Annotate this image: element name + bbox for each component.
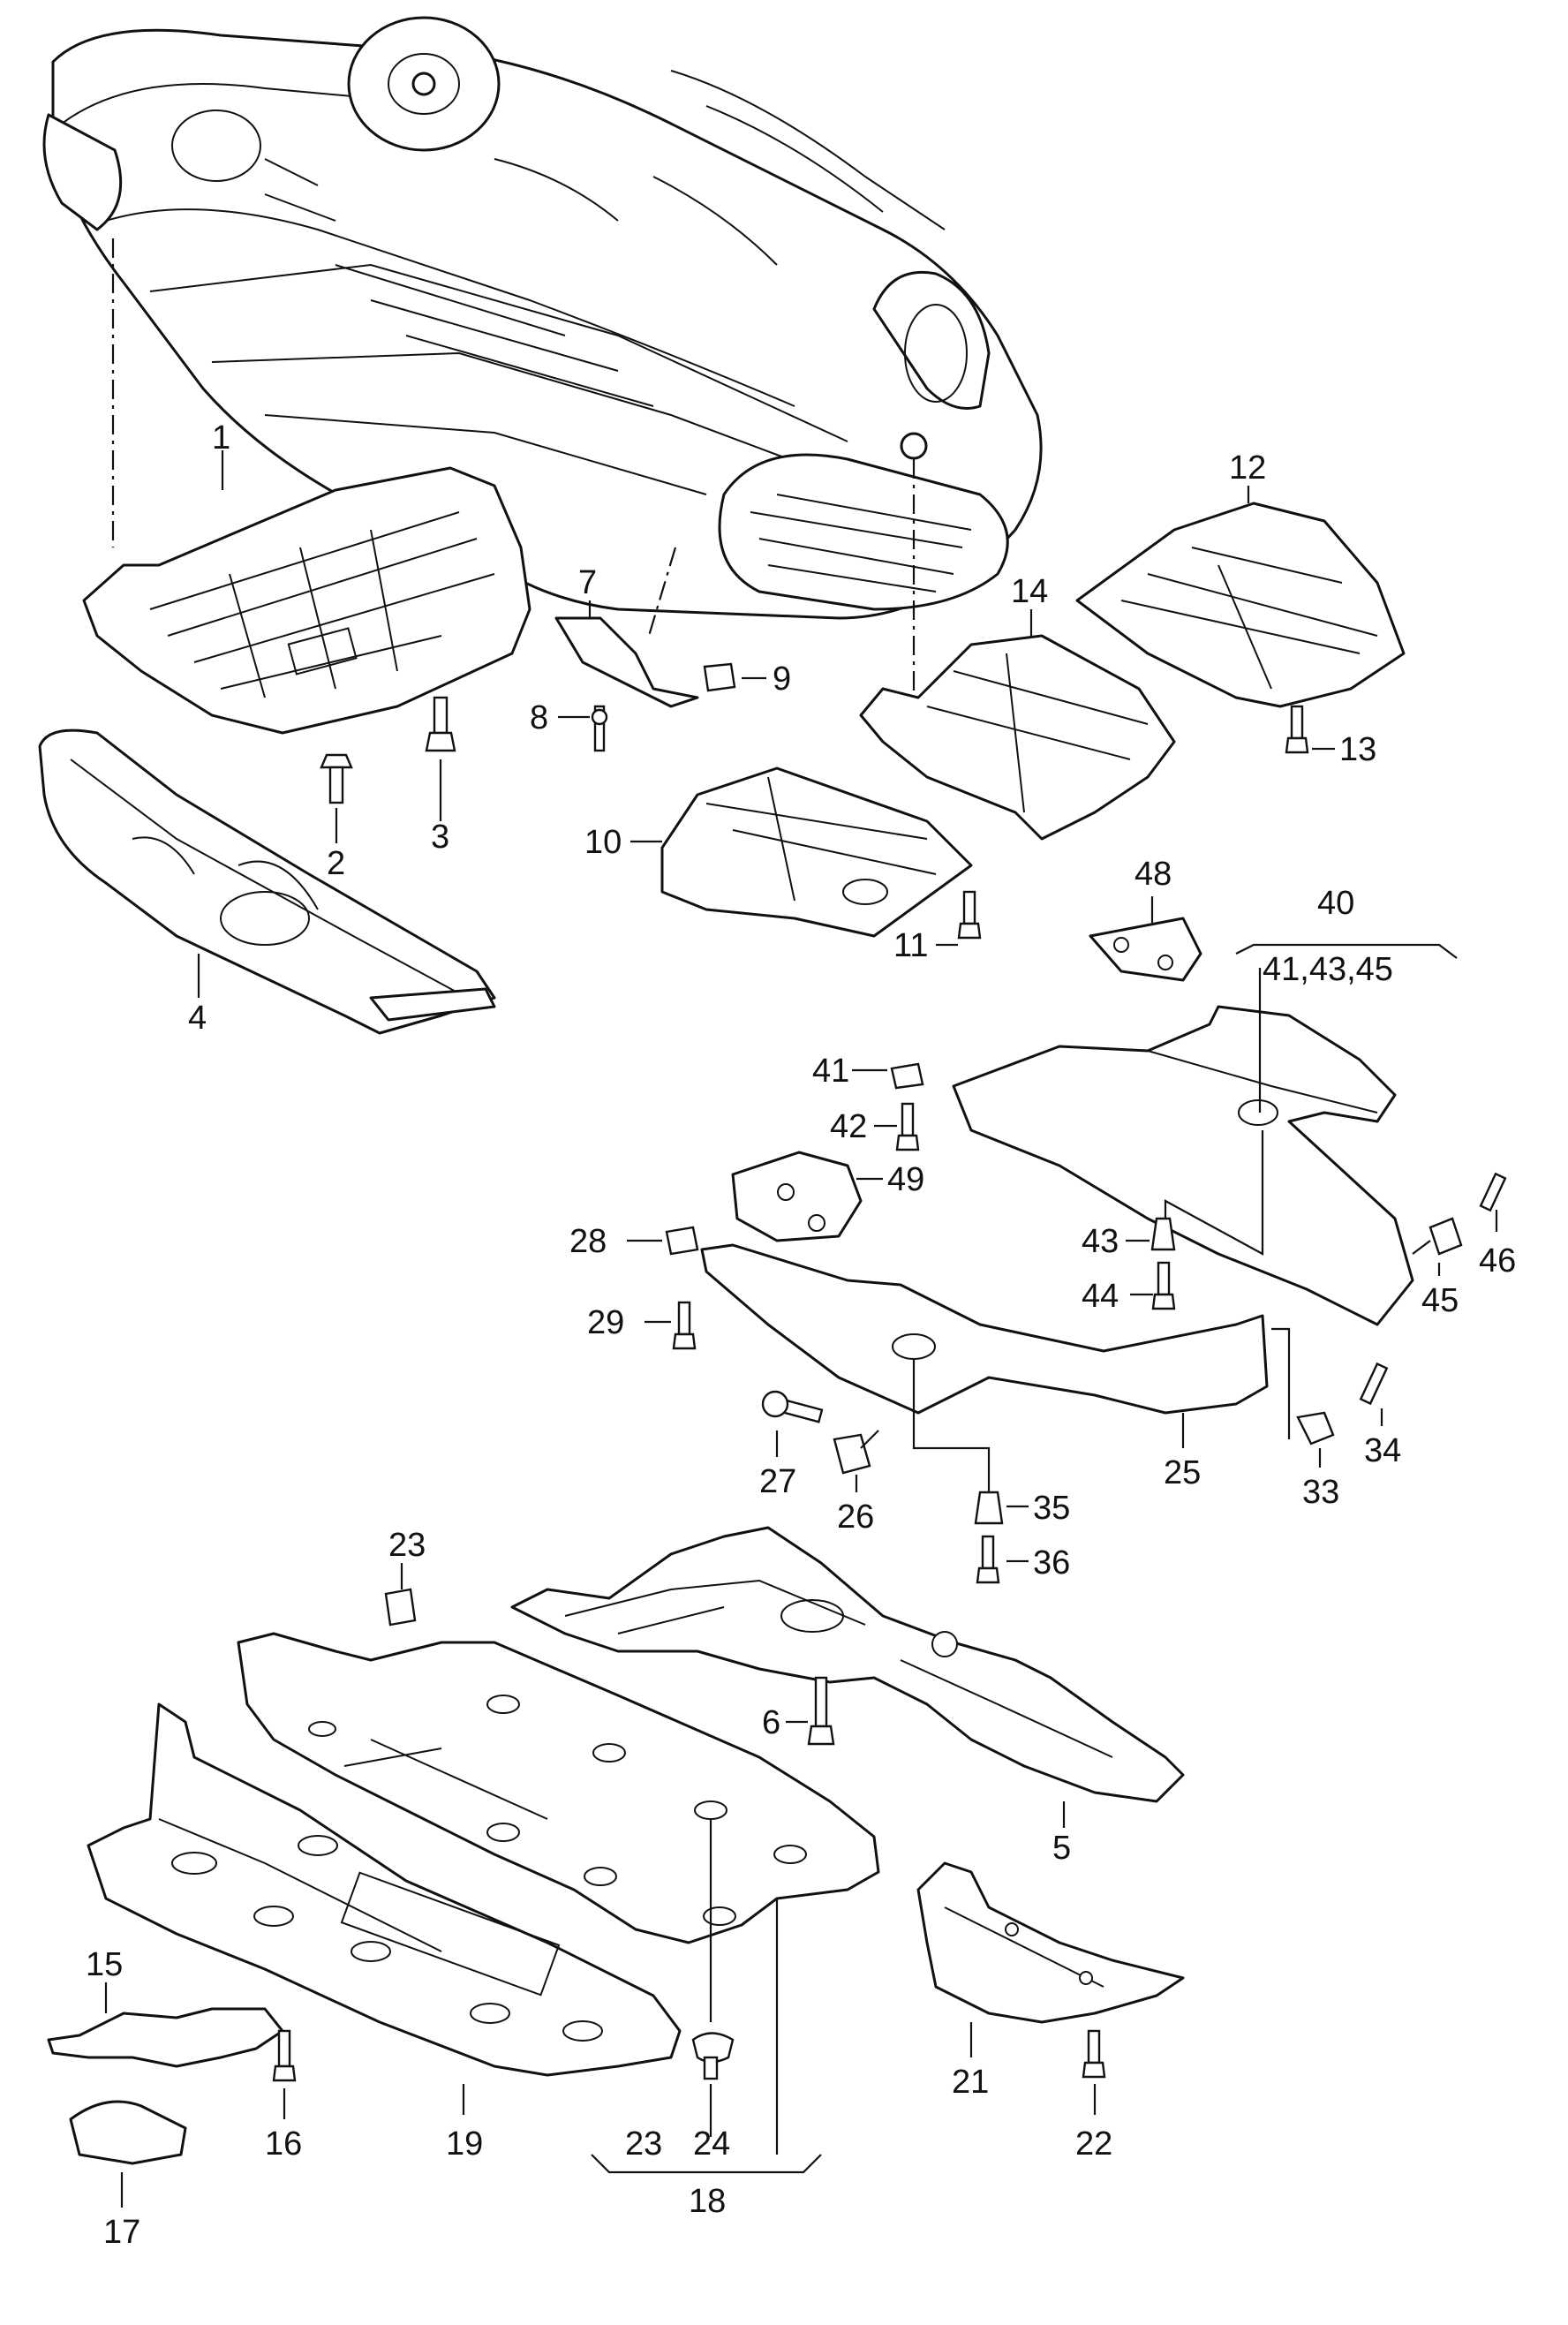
part-1-underbody-panel [82,450,531,735]
label-15: 15 [86,1946,123,1983]
label-26: 26 [837,1498,874,1536]
part-33-clip [1296,1411,1335,1468]
label-6: 6 [762,1704,780,1741]
label-29: 29 [587,1304,624,1341]
part-21-shield [916,1861,1185,2057]
label-22: 22 [1075,2125,1112,2163]
label-24: 24 [693,2125,730,2163]
bolt-11 [936,890,982,947]
reference-lines [111,238,916,706]
bolt-34 [1359,1362,1389,1426]
label-12: 12 [1229,449,1266,487]
label-25: 25 [1164,1454,1201,1491]
part-15-bracket [47,1982,284,2068]
label-16: 16 [265,2125,302,2163]
label-10: 10 [584,824,622,861]
car-underbody [42,16,1043,620]
label-42: 42 [830,1108,867,1145]
label-34: 34 [1364,1432,1401,1469]
bolt-2 [320,753,353,843]
part-18-floor-panel [237,1632,880,2155]
label-44: 44 [1082,1278,1119,1315]
bolt-29 [645,1301,697,1350]
label-27: 27 [759,1463,796,1500]
callout-labels: 1 2 3 4 5 6 7 8 9 10 11 12 13 14 15 16 1… [86,419,1516,2251]
part-35-clip [974,1491,1029,1525]
label-2: 2 [327,845,345,882]
part-24-grommet [691,2032,735,2137]
label-33: 33 [1302,1474,1339,1511]
part-43-clip [1126,1130,1264,1256]
label-45: 45 [1421,1282,1459,1319]
part-41-clip [852,1062,924,1090]
label-13: 13 [1339,731,1376,768]
label-18: 18 [689,2183,726,2220]
label-17: 17 [103,2214,140,2251]
part-10-shield [630,766,973,938]
bolt-22 [1082,2029,1106,2115]
part-23-clip [384,1563,417,1627]
label-48: 48 [1135,856,1172,893]
part-48-pad [1089,896,1202,982]
bolt-36 [976,1535,1029,1584]
part-9-nut [703,662,766,692]
label-23-bottom: 23 [625,2125,662,2163]
label-21: 21 [952,2064,989,2101]
label-9: 9 [773,661,791,698]
bolt-16 [272,2029,297,2119]
bolt-13 [1285,705,1335,754]
bolt-46 [1479,1172,1507,1232]
part-8-clip [558,705,608,752]
label-5: 5 [1052,1830,1071,1867]
bolt-44 [1130,1261,1176,1310]
part-7-bracket [554,600,699,708]
bracket-18 [591,2154,822,2174]
label-46: 46 [1479,1242,1516,1280]
part-45-clip [1412,1217,1463,1276]
label-3: 3 [431,819,449,856]
label-1: 1 [212,419,230,457]
label-7: 7 [578,564,597,601]
label-41: 41 [812,1053,849,1090]
bolt-42 [874,1102,920,1151]
label-35: 35 [1033,1490,1070,1527]
label-4: 4 [188,1000,207,1037]
label-11: 11 [893,927,928,964]
label-49: 49 [887,1161,924,1198]
label-8: 8 [530,699,548,736]
bolt-6 [786,1676,835,1746]
label-19: 19 [446,2125,483,2163]
part-19-floor-panel [87,1702,682,2115]
label-14: 14 [1011,573,1048,610]
part-25-heat-shield [700,1243,1291,1492]
part-14-heat-shield [859,609,1176,841]
label-40: 40 [1317,885,1354,922]
label-40-subparts: 41,43,45 [1263,951,1393,988]
part-40-heat-shield [952,943,1458,1326]
part-5-tunnel-shield [510,1526,1185,1828]
part-17-pad [69,2100,187,2208]
part-12-heat-shield [1075,486,1406,708]
part-26-clip [833,1430,879,1492]
bolt-27 [761,1390,824,1457]
part-28-clip [627,1226,699,1256]
bolt-3 [425,696,456,821]
part-49-pad [731,1151,883,1242]
label-28: 28 [569,1223,607,1260]
label-23-top: 23 [388,1527,426,1564]
part-4-crossmember [38,728,496,1035]
label-36: 36 [1033,1544,1070,1581]
label-43: 43 [1082,1223,1119,1260]
